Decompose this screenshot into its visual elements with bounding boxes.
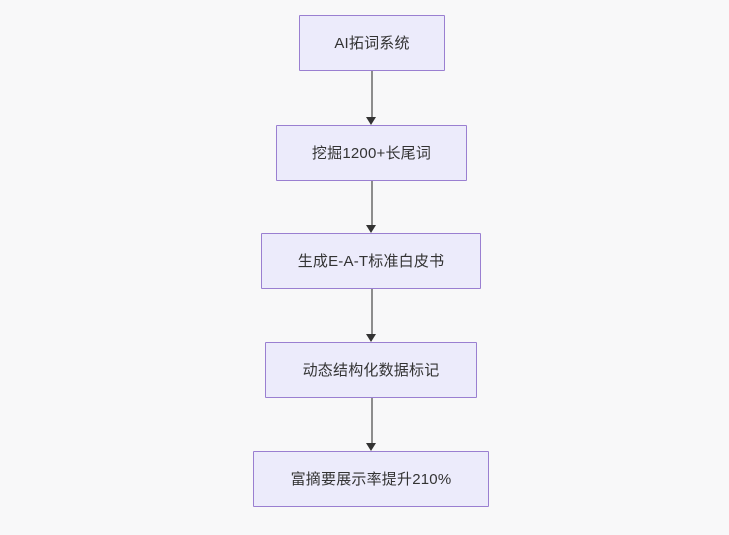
flow-node-dynamic-structured-data-markup[interactable]: 动态结构化数据标记 bbox=[265, 342, 477, 398]
flow-node-rich-snippet-impression-lift[interactable]: 富摘要展示率提升210% bbox=[253, 451, 489, 507]
arrowhead-icon bbox=[366, 117, 377, 125]
edge-line bbox=[371, 71, 373, 119]
flow-node-label: 动态结构化数据标记 bbox=[302, 361, 440, 379]
flow-node-label: AI拓词系统 bbox=[334, 34, 410, 52]
edge-n1-n2 bbox=[366, 71, 377, 125]
arrowhead-icon bbox=[366, 334, 377, 342]
edge-n4-n5 bbox=[366, 398, 377, 451]
arrowhead-icon bbox=[366, 225, 377, 233]
edge-n2-n3 bbox=[366, 181, 377, 233]
flow-node-label: 生成E-A-T标准白皮书 bbox=[297, 252, 445, 270]
flow-node-mine-longtail-keywords[interactable]: 挖掘1200+长尾词 bbox=[276, 125, 467, 181]
edge-line bbox=[371, 398, 373, 445]
edge-n3-n4 bbox=[366, 289, 377, 342]
flow-node-label: 挖掘1200+长尾词 bbox=[311, 144, 432, 162]
flow-node-ai-keyword-system[interactable]: AI拓词系统 bbox=[299, 15, 445, 71]
arrowhead-icon bbox=[366, 443, 377, 451]
edge-line bbox=[371, 181, 373, 227]
flow-node-label: 富摘要展示率提升210% bbox=[290, 470, 452, 488]
edge-line bbox=[371, 289, 373, 336]
flow-node-generate-eat-whitepaper[interactable]: 生成E-A-T标准白皮书 bbox=[261, 233, 481, 289]
